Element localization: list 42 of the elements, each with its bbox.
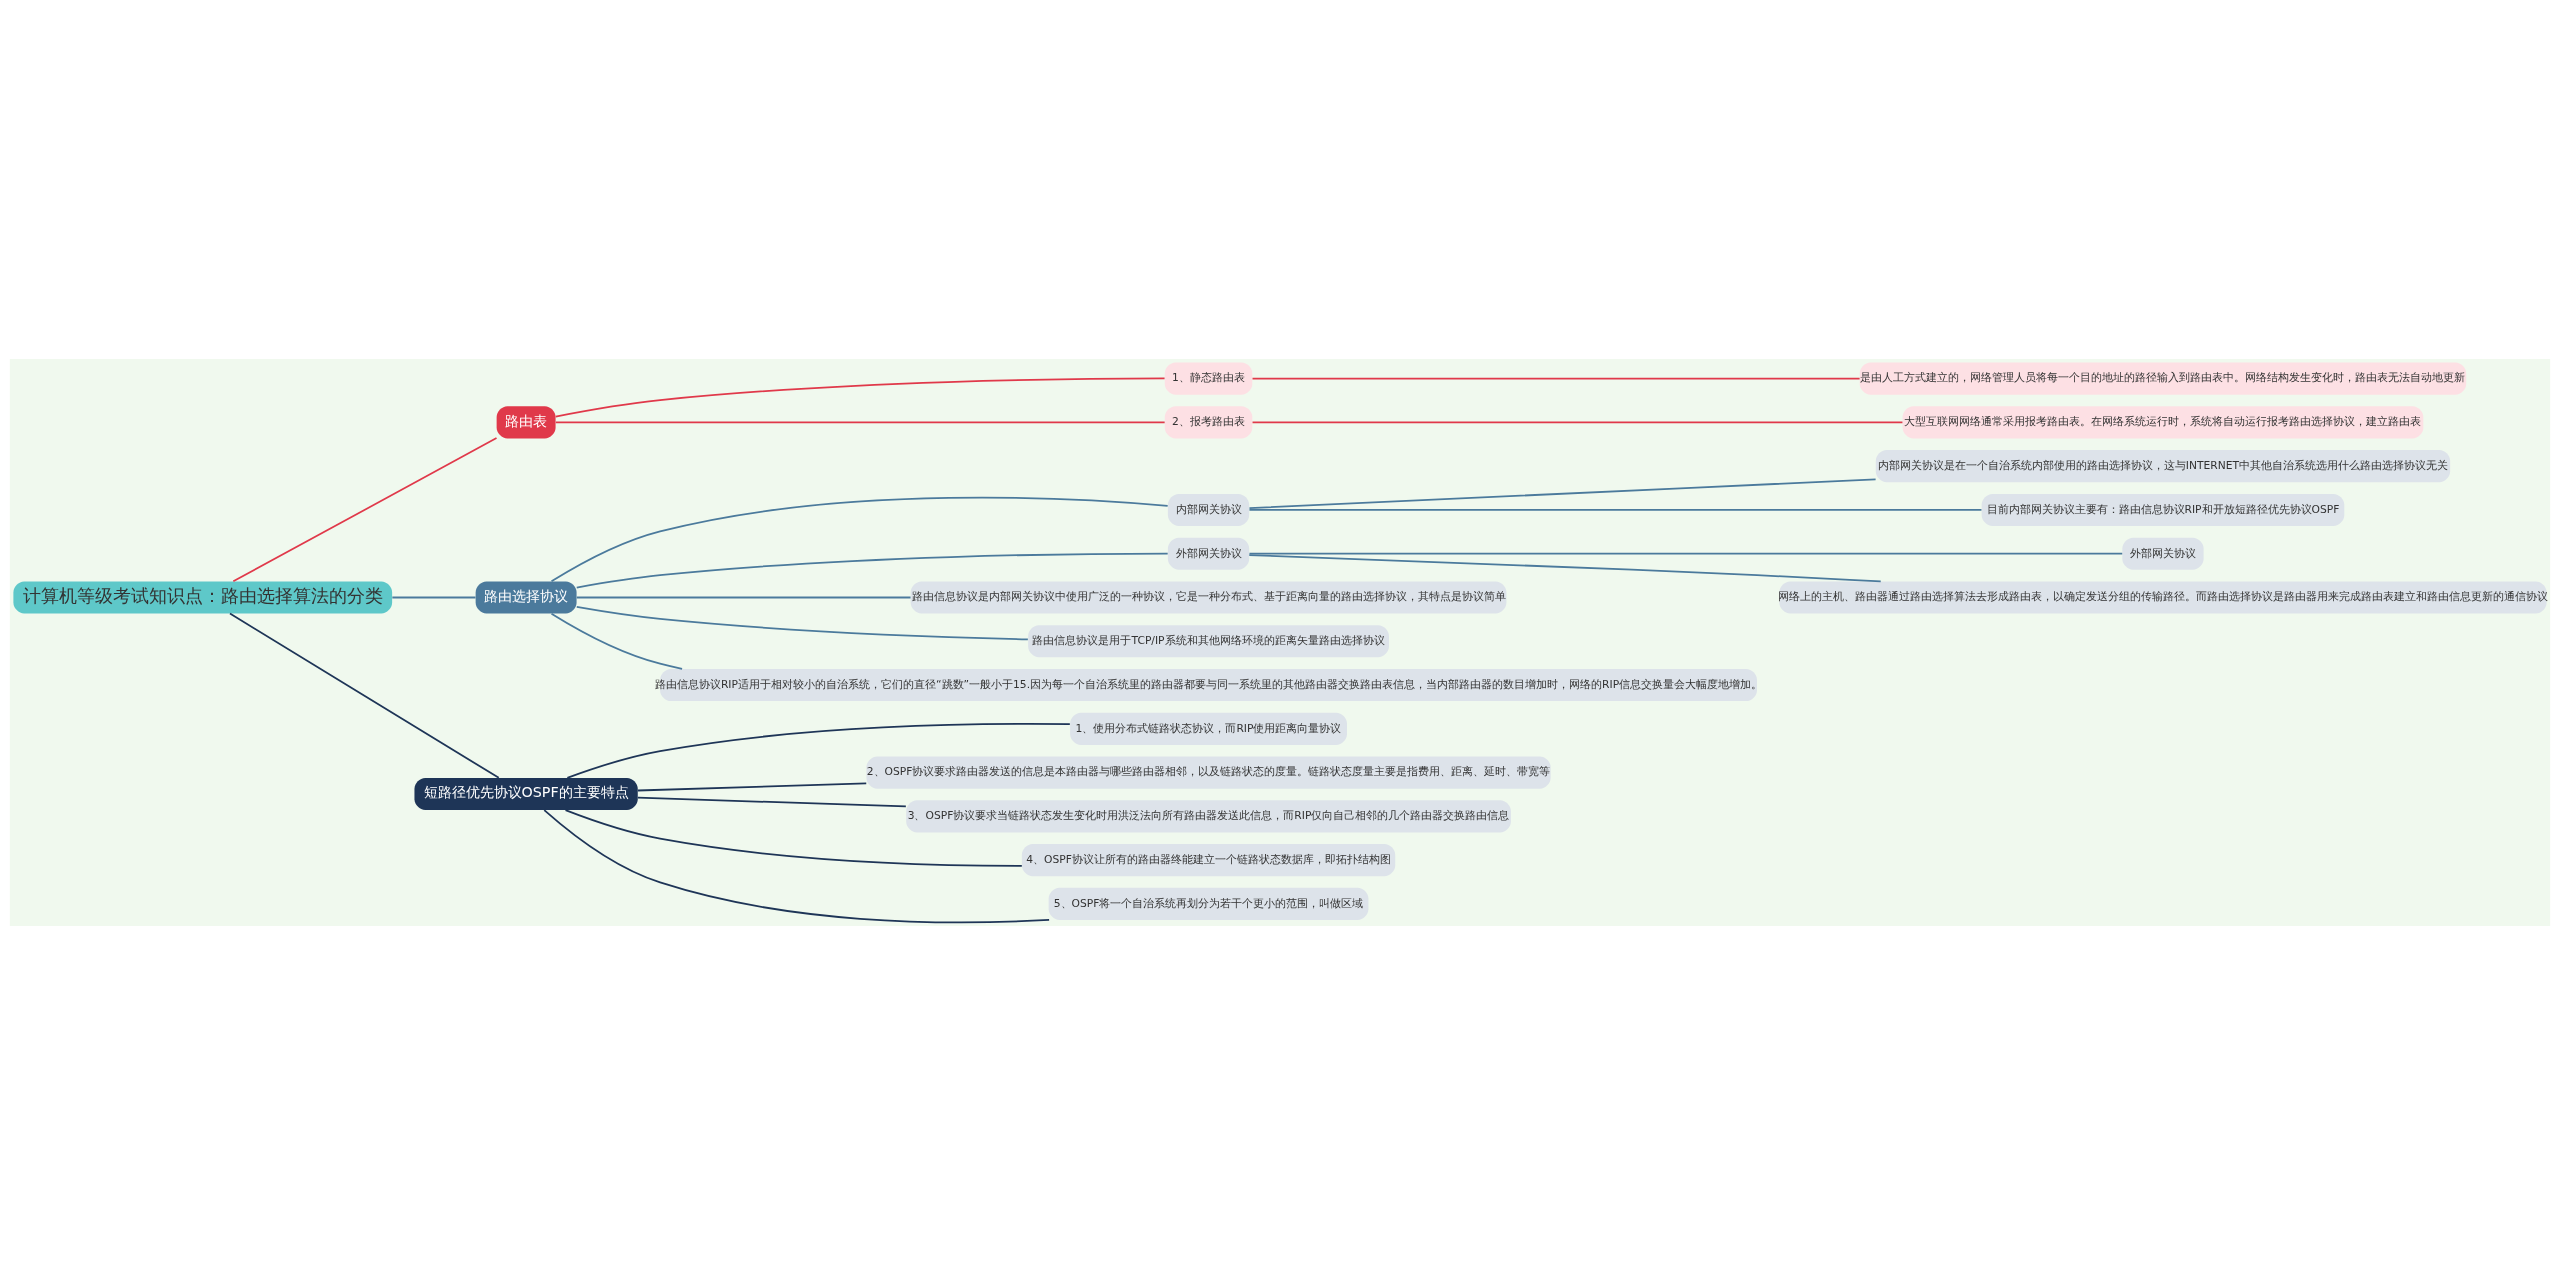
connector — [1248, 552, 2124, 555]
node-box: 大型互联网网络通常采用报考路由表。在网络系统运行时，系统将自动运行报考路由选择协议，建立路由表 — [1902, 405, 2424, 438]
node-box: 路由信息协议是用于TCP/IP系统和其他网络环境的距离矢量路由选择协议 — [1028, 624, 1389, 657]
node-box: 路由选择协议 — [475, 580, 577, 614]
node-box: 1、静态路由表 — [1164, 362, 1253, 395]
node-box: 计算机等级考试知识点：路由选择算法的分类 — [13, 580, 393, 614]
node-box: 路由表 — [496, 405, 556, 438]
node-box: 1、使用分布式链路状态协议，而RIP使用距离向量协议 — [1070, 712, 1347, 745]
connector — [554, 377, 1166, 417]
connector — [636, 781, 868, 791]
node-box: 短路径优先协议OSPF的主要特点 — [414, 777, 638, 810]
node-box: 2、报考路由表 — [1164, 405, 1253, 438]
node-box: 3、OSPF协议要求当链路状态发生变化时用洪泛法向所有路由器发送此信息，而RIP仅向自己相邻的几个路由器交换路由信息 — [906, 799, 1511, 832]
node-box: 路由信息协议是内部网关协议中使用广泛的一种协议，它是一种分布式、基于距离向量的路由选择协议，其特点是协议简单 — [910, 580, 1507, 614]
connector — [543, 808, 1050, 923]
node-box: 4、OSPF协议让所有的路由器终能建立一个链路状态数据库，即拓扑结构图 — [1021, 843, 1396, 876]
connector — [575, 552, 1169, 588]
node-box: 外部网关协议 — [2122, 537, 2204, 570]
connector — [1251, 377, 1861, 380]
node-box: 5、OSPF将一个自治系统再划分为若干个更小的范围，叫做区域 — [1048, 887, 1369, 920]
connector — [232, 436, 498, 582]
connector — [554, 421, 1166, 423]
node-box: 内部网关协议 — [1167, 493, 1250, 526]
connector — [550, 496, 1169, 582]
connector — [391, 596, 477, 598]
connector — [1248, 477, 1877, 509]
node-box: 网络上的主机、路由器通过路由选择算法去形成路由表，以确定发送分组的传输路径。而路由选择协议是路由器用来完成路由表建立和路由信息更新的通信协议 — [1779, 580, 2547, 614]
connector — [550, 612, 683, 670]
node-box: 2、OSPF协议要求路由器发送的信息是本路由器与哪些路由器相邻，以及链路状态的度量。链路状态度量主要是指费用、距离、延时、带宽等 — [866, 756, 1551, 789]
connector — [1251, 421, 1904, 423]
node-box: 外部网关协议 — [1167, 537, 1250, 570]
connector — [575, 605, 1029, 640]
connector — [566, 722, 1071, 779]
connector — [1248, 553, 1882, 582]
connector — [1248, 508, 1983, 511]
connector — [229, 612, 500, 779]
node-box: 目前内部网关协议主要有：路由信息协议RIP和开放短路径优先协议OSPF — [1981, 493, 2345, 526]
node-box: 内部网关协议是在一个自治系统内部使用的路由选择协议，这与INTERNET中其他自治系统选用什么路由选择协议无关 — [1875, 449, 2451, 482]
connector — [575, 596, 912, 598]
node-box: 是由人工方式建立的，网络管理人员将每一个目的地址的路径输入到路由表中。网络结构发生变化时，路由表无法自动地更新 — [1859, 362, 2467, 395]
connector — [564, 808, 1023, 867]
connector — [636, 796, 907, 807]
